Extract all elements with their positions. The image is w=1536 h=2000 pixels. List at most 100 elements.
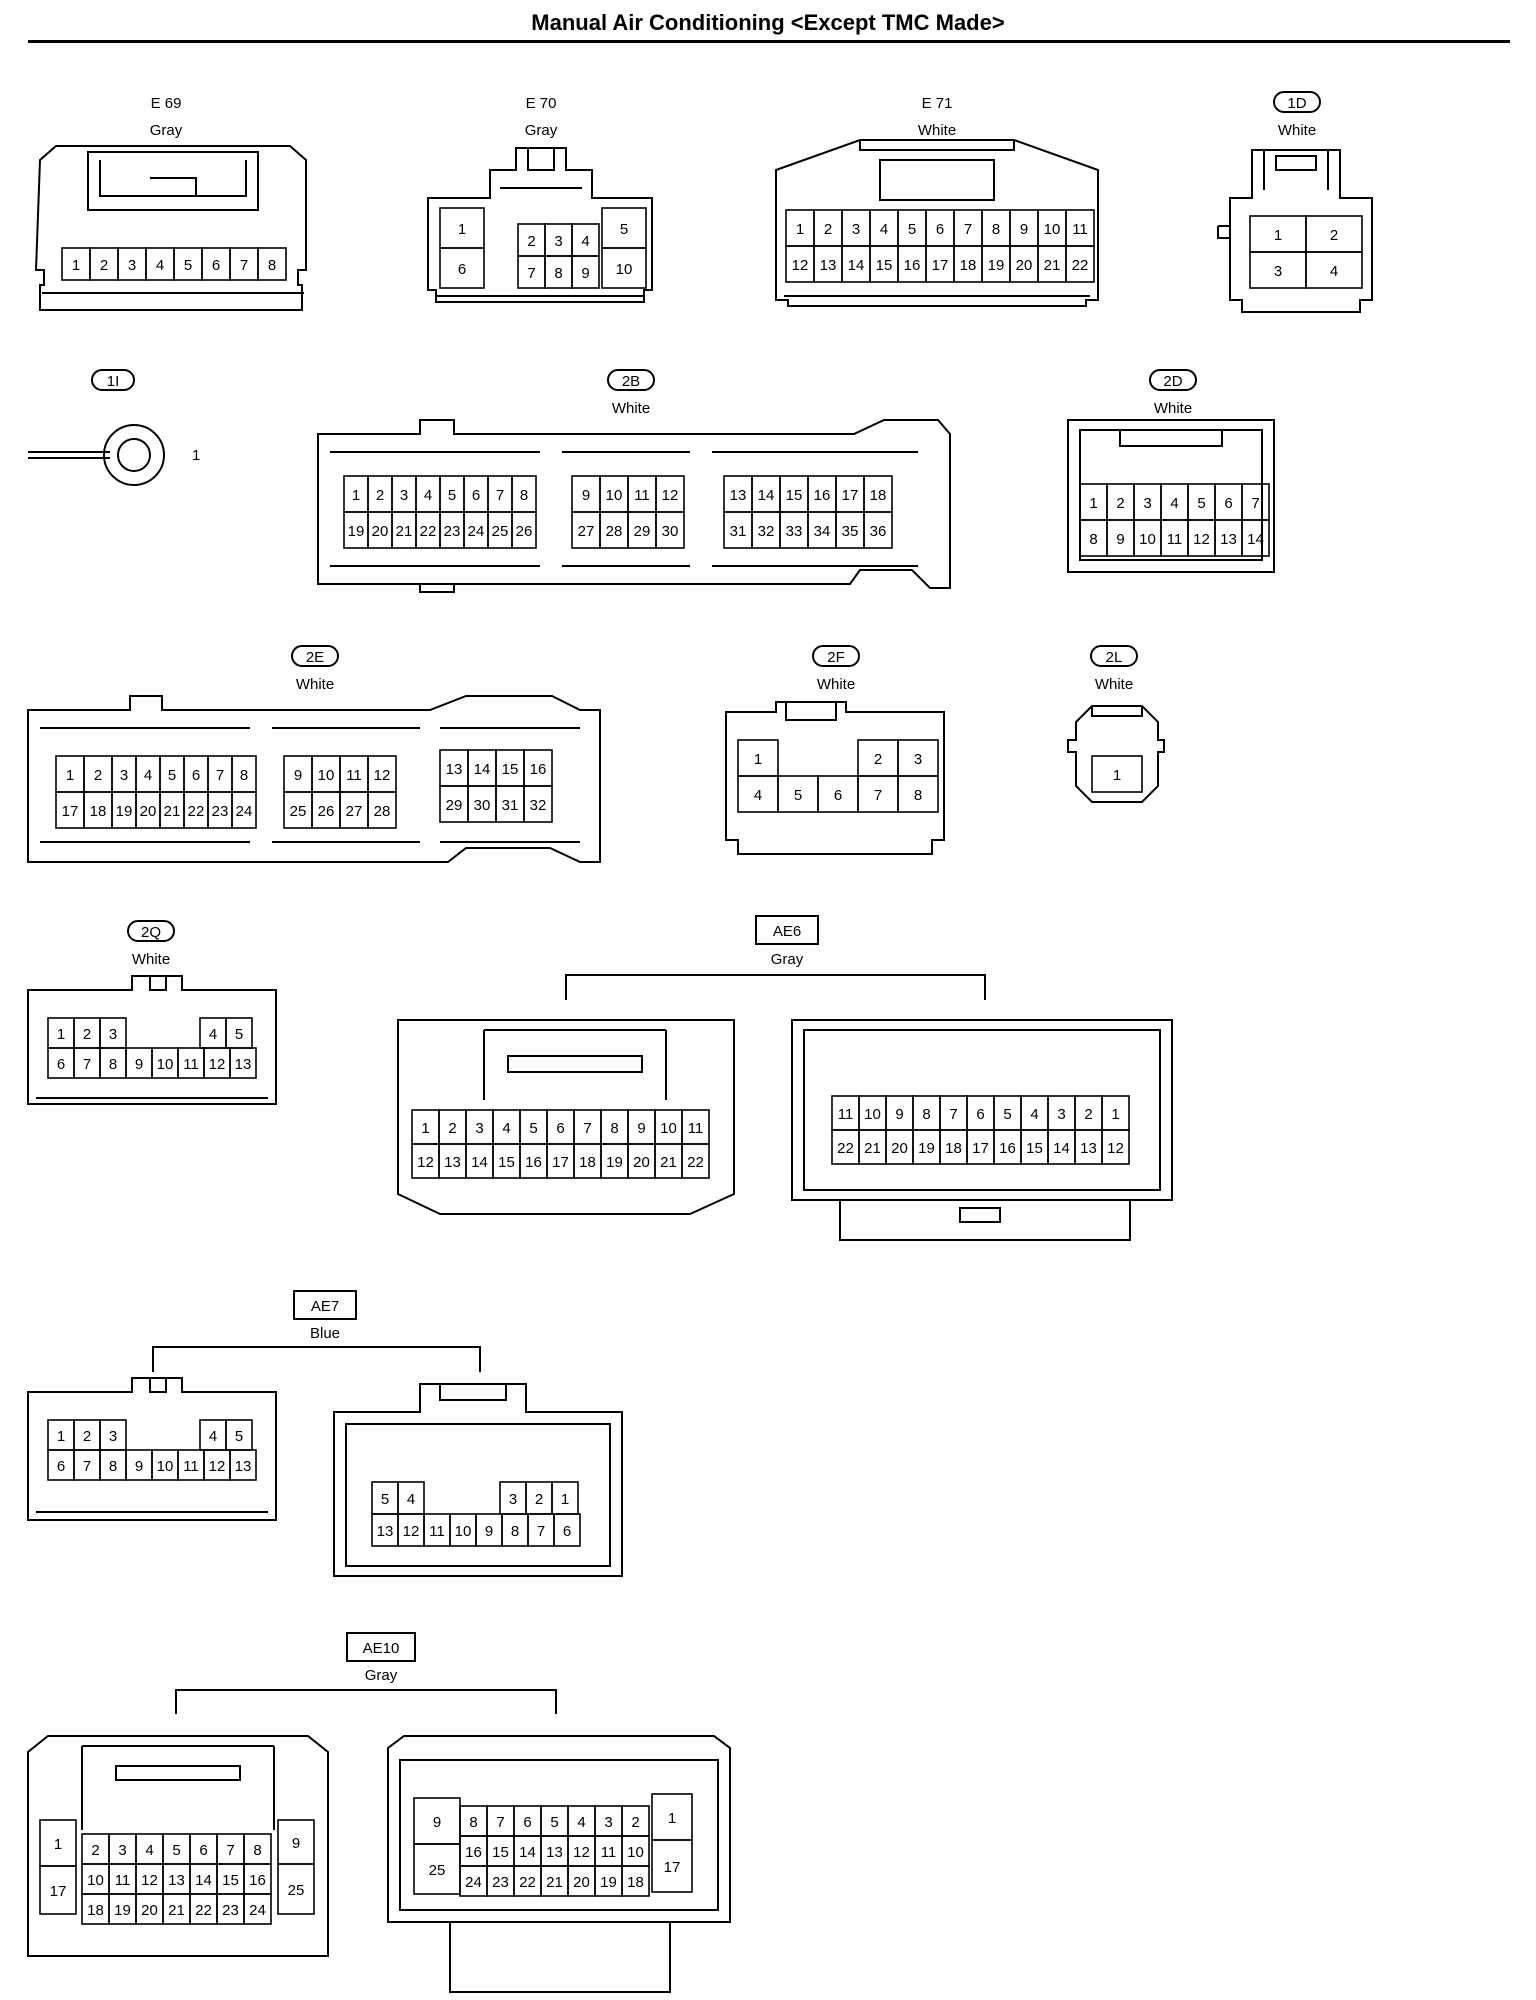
ae10-left-pin-25: 25 xyxy=(277,1863,315,1915)
ae6-left-pin-7: 7 xyxy=(573,1109,602,1145)
svg-text:1: 1 xyxy=(561,1491,569,1508)
svg-text:7: 7 xyxy=(226,1842,234,1859)
svg-text:5: 5 xyxy=(448,487,456,504)
e70-pin-7: 7 xyxy=(517,255,546,289)
svg-text:1: 1 xyxy=(754,751,762,768)
2b-pin-29: 29 xyxy=(627,511,657,549)
svg-text:10: 10 xyxy=(157,1056,174,1073)
e69-pin-5: 5 xyxy=(173,247,203,281)
connector-badge-ae10 xyxy=(346,1632,416,1662)
connector-color-2e: White xyxy=(296,676,334,693)
svg-text:4: 4 xyxy=(156,257,164,274)
ae6-right-pin-3: 3 xyxy=(1047,1095,1076,1131)
2e-pin-28: 28 xyxy=(367,791,397,829)
svg-text:29: 29 xyxy=(446,797,463,814)
2d-pin-10: 10 xyxy=(1133,519,1162,557)
svg-text:14: 14 xyxy=(474,761,491,778)
connector-color-2d: White xyxy=(1154,400,1192,417)
svg-text:9: 9 xyxy=(581,265,589,282)
svg-text:6: 6 xyxy=(556,1120,564,1137)
svg-text:26: 26 xyxy=(516,523,533,540)
housing-ae10-left xyxy=(27,1735,329,1957)
ae10-left-pin-18: 18 xyxy=(81,1893,110,1925)
2q-pin-12: 12 xyxy=(203,1047,231,1079)
svg-text:15: 15 xyxy=(502,761,519,778)
2e-pin-3: 3 xyxy=(111,755,137,793)
svg-text:8: 8 xyxy=(520,487,528,504)
svg-text:16: 16 xyxy=(465,1844,482,1861)
2f-pin-5: 5 xyxy=(777,775,819,813)
bracket-ae10 xyxy=(175,1689,557,1714)
2b-pin-15: 15 xyxy=(779,475,809,513)
2d-pin-11: 11 xyxy=(1160,519,1189,557)
svg-text:19: 19 xyxy=(114,1902,131,1919)
connector-badge-2b xyxy=(607,369,655,391)
ae7-left-pin-5: 5 xyxy=(225,1419,253,1451)
svg-text:17: 17 xyxy=(552,1154,569,1171)
ae6-left-pin-16: 16 xyxy=(519,1143,548,1179)
ae10-right-pin-5: 5 xyxy=(540,1805,569,1837)
ae7-right-pin-3: 3 xyxy=(499,1481,527,1515)
connector-color-2b: White xyxy=(612,400,650,417)
ae10-right-pin-16: 16 xyxy=(459,1835,488,1867)
2b-pin-14: 14 xyxy=(751,475,781,513)
svg-text:6: 6 xyxy=(458,261,466,278)
svg-text:12: 12 xyxy=(1107,1140,1124,1157)
ae10-right-pin-9: 9 xyxy=(413,1797,461,1845)
connector-badge-ae7 xyxy=(293,1290,357,1320)
svg-text:15: 15 xyxy=(222,1872,239,1889)
e70-pin-1: 1 xyxy=(439,207,485,249)
svg-text:6: 6 xyxy=(57,1458,65,1475)
svg-text:12: 12 xyxy=(662,487,679,504)
svg-text:24: 24 xyxy=(468,523,485,540)
svg-text:32: 32 xyxy=(530,797,547,814)
svg-text:5: 5 xyxy=(794,787,802,804)
svg-text:5: 5 xyxy=(550,1814,558,1831)
svg-text:8: 8 xyxy=(469,1814,477,1831)
svg-text:10: 10 xyxy=(660,1120,677,1137)
svg-text:25: 25 xyxy=(492,523,509,540)
2q-pin-5: 5 xyxy=(225,1017,253,1049)
svg-text:31: 31 xyxy=(502,797,519,814)
svg-text:2: 2 xyxy=(824,221,832,238)
ae6-right-pin-17: 17 xyxy=(966,1129,995,1165)
2d-pin-8: 8 xyxy=(1079,519,1108,557)
svg-text:7: 7 xyxy=(1251,495,1259,512)
2f-pin-2: 2 xyxy=(857,739,899,777)
connector-id-2e: 2E xyxy=(306,649,324,666)
svg-text:1: 1 xyxy=(57,1428,65,1445)
2b-pin-21: 21 xyxy=(391,511,417,549)
svg-text:1: 1 xyxy=(54,1836,62,1853)
2e-pin-6: 6 xyxy=(183,755,209,793)
svg-text:7: 7 xyxy=(240,257,248,274)
svg-text:20: 20 xyxy=(141,1902,158,1919)
svg-text:5: 5 xyxy=(184,257,192,274)
svg-text:6: 6 xyxy=(834,787,842,804)
svg-text:11: 11 xyxy=(183,1056,199,1073)
2b-pin-16: 16 xyxy=(807,475,837,513)
connector-color-e71: White xyxy=(918,122,956,139)
ae7-left-pin-2: 2 xyxy=(73,1419,101,1451)
e70-pin-4: 4 xyxy=(571,223,600,257)
ae10-left-pin-2: 2 xyxy=(81,1833,110,1865)
e71-pin-19: 19 xyxy=(981,245,1011,283)
connector-id-e71: E 71 xyxy=(922,95,953,112)
2f-pin-3: 3 xyxy=(897,739,939,777)
svg-text:19: 19 xyxy=(348,523,365,540)
svg-text:3: 3 xyxy=(109,1428,117,1445)
2b-pin-17: 17 xyxy=(835,475,865,513)
connector-color-ae10: Gray xyxy=(365,1667,398,1684)
svg-text:18: 18 xyxy=(627,1874,644,1891)
ae7-right-pin-13: 13 xyxy=(371,1513,399,1547)
svg-text:2: 2 xyxy=(91,1842,99,1859)
svg-text:27: 27 xyxy=(578,523,595,540)
svg-text:11: 11 xyxy=(634,487,650,504)
svg-text:11: 11 xyxy=(183,1458,199,1475)
svg-text:8: 8 xyxy=(914,787,922,804)
2e-pin-1: 1 xyxy=(55,755,85,793)
title-rule xyxy=(28,40,1510,43)
svg-text:13: 13 xyxy=(820,257,837,274)
svg-text:2: 2 xyxy=(94,767,102,784)
housing-2l xyxy=(1067,705,1165,803)
2b-pin-22: 22 xyxy=(415,511,441,549)
